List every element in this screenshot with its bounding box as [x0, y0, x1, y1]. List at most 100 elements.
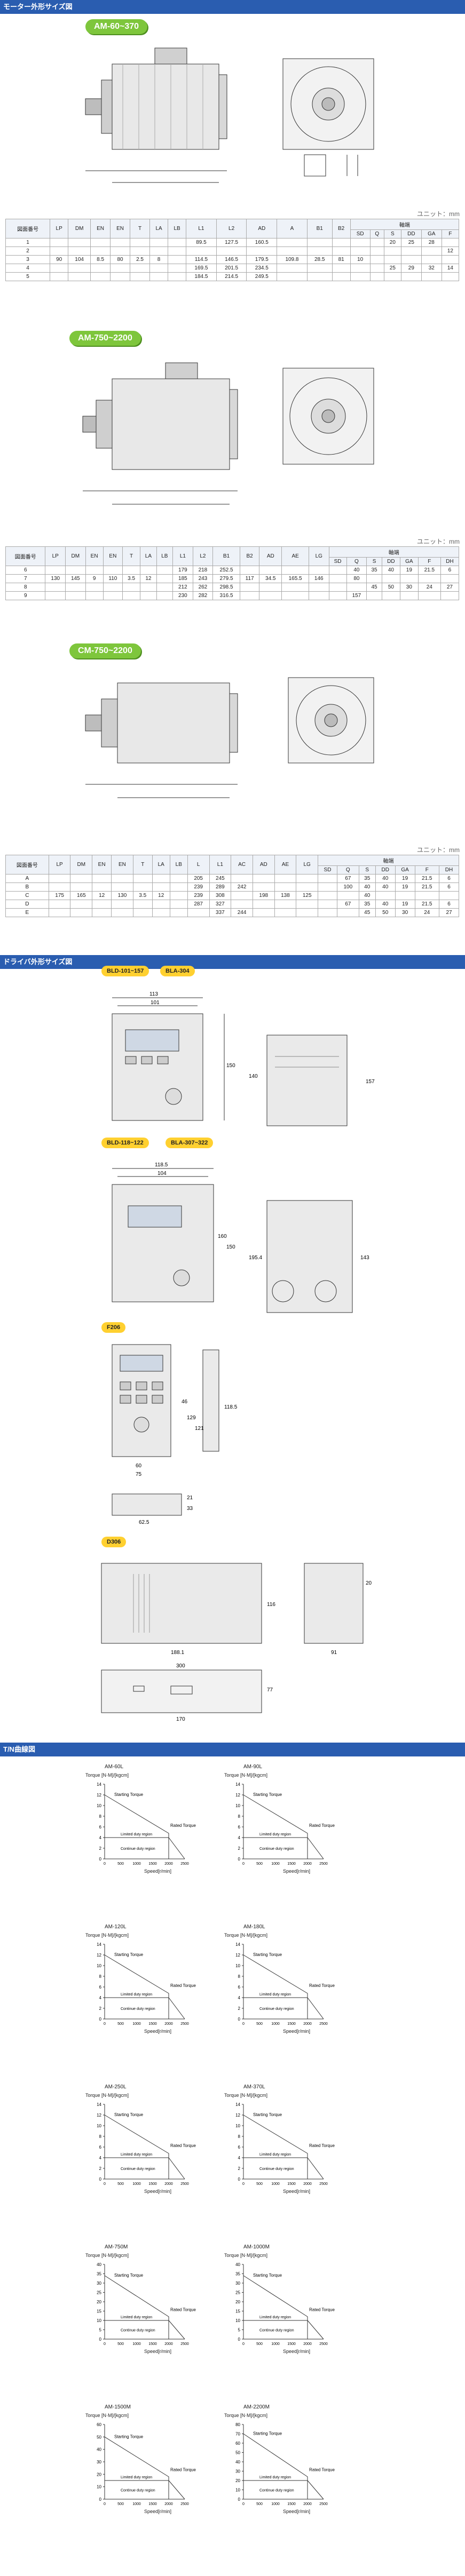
table-cell — [246, 247, 278, 256]
table-header: LB — [169, 855, 188, 874]
table-cell: 212 — [172, 583, 193, 592]
starting-torque-label: Starting Torque — [114, 1952, 144, 1957]
dim-text: 91 — [331, 1650, 337, 1656]
chart-ylabel: Torque [N·M]/[kgcm] — [224, 2093, 268, 2098]
table-cell — [318, 874, 337, 883]
table-cell — [110, 264, 131, 273]
table-cell — [259, 566, 282, 575]
y-tick-label: 10 — [235, 2488, 240, 2493]
table-cell — [439, 891, 459, 900]
chart-xlabel: Speed[r/min] — [144, 2189, 172, 2194]
table-cell: 81 — [332, 255, 351, 264]
table-cell: 157 — [346, 591, 367, 600]
table-cell: 9 — [5, 591, 46, 600]
x-tick-label: 2000 — [164, 2022, 173, 2026]
table-cell — [328, 591, 347, 600]
table-cell — [132, 882, 153, 892]
table-cell: 287 — [187, 900, 210, 909]
table-header: 図面番号 — [5, 855, 49, 874]
table-cell: 21.5 — [414, 874, 440, 883]
motor-drawing-am60 — [85, 47, 374, 183]
chart-ylabel: Torque [N·M]/[kgcm] — [224, 2253, 268, 2258]
table-cell — [239, 566, 260, 575]
y-tick-label: 60 — [97, 2422, 101, 2427]
table-cell — [395, 891, 415, 900]
table-cell: 9 — [85, 574, 104, 583]
x-tick-label: 1000 — [271, 2022, 280, 2026]
table-subheader: Q — [369, 229, 384, 238]
x-tick-label: 500 — [256, 2502, 263, 2506]
continuous-region — [243, 1837, 308, 1859]
rated-torque-label: Rated Torque — [170, 2468, 196, 2472]
table-cell: 14 — [441, 264, 460, 273]
table-cell: 8 — [5, 583, 46, 592]
y-tick-label: 12 — [235, 1793, 240, 1798]
table-cell: 35 — [366, 566, 382, 575]
table-cell: 160.5 — [246, 238, 278, 247]
table-cell — [350, 272, 371, 281]
table-header: A — [277, 219, 308, 238]
table-cell: 35 — [358, 900, 376, 909]
table-cell: 6 — [439, 900, 459, 909]
table-cell — [277, 238, 308, 247]
table-subheader: DH — [439, 865, 459, 874]
x-tick-label: 0 — [242, 2342, 245, 2346]
table-header: DM — [65, 546, 86, 566]
dim-text: 118.5 — [224, 1404, 238, 1410]
chart-ylabel: Torque [N·M]/[kgcm] — [85, 2093, 129, 2098]
table-cell: 145 — [65, 574, 86, 583]
section-header-tn: T/N曲線図 — [0, 1743, 465, 1756]
y-tick-label: 2 — [99, 1846, 102, 1851]
table-cell: 289 — [209, 882, 232, 892]
table-cell — [156, 566, 174, 575]
chart-ylabel: Torque [N·M]/[kgcm] — [224, 1933, 268, 1938]
table-cell: 67 — [336, 874, 359, 883]
y-tick-label: 20 — [97, 2472, 101, 2477]
table-header: B2 — [332, 219, 351, 238]
table-cell — [381, 591, 400, 600]
y-tick-label: 30 — [97, 2460, 101, 2464]
y-tick-label: 30 — [235, 2281, 240, 2286]
y-tick-label: 8 — [99, 1814, 102, 1819]
table-cell — [308, 583, 329, 592]
table-cell: 242 — [231, 882, 253, 892]
table-cell — [132, 900, 153, 909]
table-cell: 6 — [5, 566, 46, 575]
table-cell: A — [5, 874, 49, 883]
table-cell: 165.5 — [281, 574, 309, 583]
dim-text: 60 — [136, 1463, 142, 1469]
table-cell — [441, 272, 460, 281]
table-header: 図面番号 — [5, 546, 46, 566]
table-header: EN — [110, 219, 131, 238]
y-tick-label: 70 — [235, 2432, 240, 2437]
table-subheader: DD — [375, 865, 396, 874]
table-subheader: GA — [421, 229, 442, 238]
dim-text: 188.1 — [171, 1650, 184, 1656]
table-cell — [216, 247, 247, 256]
x-tick-label: 1000 — [132, 2022, 141, 2026]
x-tick-label: 0 — [104, 2182, 106, 2186]
chart-title: AM-370L — [243, 2084, 265, 2090]
table-cell — [92, 908, 112, 917]
continuous-region — [243, 2480, 308, 2500]
y-tick-label: 14 — [235, 1782, 240, 1787]
table-cell: 239 — [187, 891, 210, 900]
y-tick-label: 25 — [97, 2291, 101, 2295]
table-cell — [50, 272, 69, 281]
x-tick-label: 1000 — [271, 1862, 280, 1866]
table-cell — [281, 566, 309, 575]
table-cell: 117 — [239, 574, 260, 583]
table-cell: 30 — [399, 583, 419, 592]
x-tick-label: 0 — [104, 2502, 106, 2506]
y-tick-label: 4 — [99, 1835, 102, 1840]
y-tick-label: 5 — [99, 2328, 102, 2333]
table-cell — [277, 264, 308, 273]
table-cell: 6 — [439, 874, 459, 883]
table-cell: 1 — [5, 238, 51, 247]
section-header-driver: ドライバ外形サイズ図 — [0, 955, 465, 969]
